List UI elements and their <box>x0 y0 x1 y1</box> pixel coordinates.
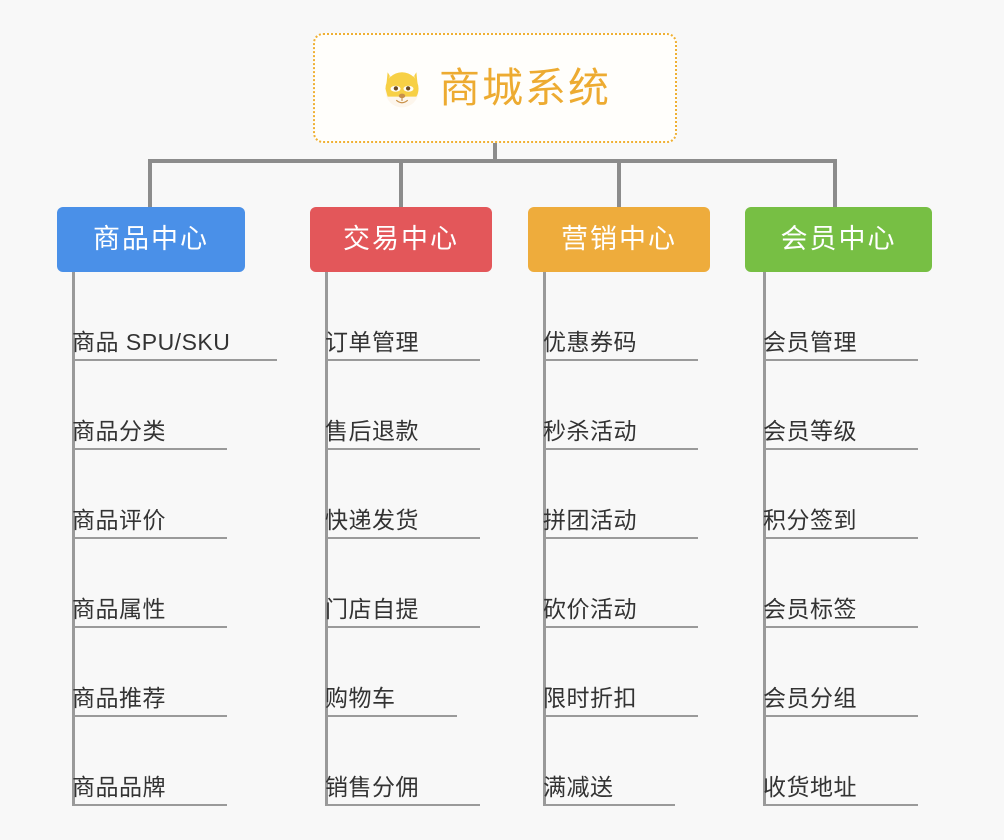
leaf-label: 订单管理 <box>325 328 419 355</box>
category-label: 交易中心 <box>343 224 459 254</box>
category-label: 营销中心 <box>561 224 677 254</box>
leaf-label: 会员管理 <box>763 328 857 355</box>
dog-face-icon <box>379 65 425 111</box>
leaf-item[interactable]: 会员标签 <box>763 539 918 628</box>
leaf-label: 商品品牌 <box>72 773 166 800</box>
leaf-item[interactable]: 积分签到 <box>763 450 918 539</box>
leaf-item[interactable]: 会员等级 <box>763 361 918 450</box>
leaf-item[interactable]: 收货地址 <box>763 717 918 806</box>
leaf-label: 商品评价 <box>72 506 166 533</box>
leaf-label: 商品推荐 <box>72 684 166 711</box>
leaf-item[interactable]: 门店自提 <box>325 539 480 628</box>
leaf-label: 商品属性 <box>72 595 166 622</box>
leaf-label: 满减送 <box>543 773 614 800</box>
leaf-item[interactable]: 商品品牌 <box>72 717 227 806</box>
leaf-label: 商品 SPU/SKU <box>72 328 231 355</box>
leaf-item[interactable]: 砍价活动 <box>543 539 698 628</box>
leaf-label: 限时折扣 <box>543 684 637 711</box>
branch-spine <box>325 272 328 806</box>
leaf-label: 商品分类 <box>72 417 166 444</box>
leaf-item[interactable]: 拼团活动 <box>543 450 698 539</box>
leaf-item[interactable]: 秒杀活动 <box>543 361 698 450</box>
leaf-label: 拼团活动 <box>543 506 637 533</box>
leaf-label: 售后退款 <box>325 417 419 444</box>
leaf-label: 购物车 <box>325 684 396 711</box>
leaf-item[interactable]: 商品评价 <box>72 450 227 539</box>
connector-bus <box>148 159 837 163</box>
branch-spine <box>543 272 546 806</box>
leaf-item[interactable]: 会员管理 <box>763 272 918 361</box>
leaf-label: 会员标签 <box>763 595 857 622</box>
leaf-item[interactable]: 商品 SPU/SKU <box>72 272 277 361</box>
leaf-label: 门店自提 <box>325 595 419 622</box>
leaf-label: 会员等级 <box>763 417 857 444</box>
leaf-item[interactable]: 购物车 <box>325 628 457 717</box>
branch-spine <box>763 272 766 806</box>
leaf-item[interactable]: 商品分类 <box>72 361 227 450</box>
category-label: 商品中心 <box>93 224 209 254</box>
leaf-label: 会员分组 <box>763 684 857 711</box>
connector-drop-col-4 <box>833 159 837 207</box>
leaf-label: 秒杀活动 <box>543 417 637 444</box>
category-label: 会员中心 <box>780 224 897 254</box>
leaf-item[interactable]: 会员分组 <box>763 628 918 717</box>
connector-drop-col-2 <box>399 159 403 207</box>
leaf-item[interactable]: 快递发货 <box>325 450 480 539</box>
leaf-item[interactable]: 商品推荐 <box>72 628 227 717</box>
leaf-label: 积分签到 <box>763 506 857 533</box>
connector-drop-col-1 <box>148 159 152 207</box>
root-node-shop-system[interactable]: 商城系统 <box>313 33 677 143</box>
leaf-item[interactable]: 优惠券码 <box>543 272 698 361</box>
branch-spine <box>72 272 75 806</box>
leaf-label: 砍价活动 <box>543 595 637 622</box>
category-box-marketing-center[interactable]: 营销中心 <box>528 207 710 272</box>
leaf-label: 销售分佣 <box>325 773 419 800</box>
category-box-product-center[interactable]: 商品中心 <box>57 207 245 272</box>
leaf-item[interactable]: 限时折扣 <box>543 628 698 717</box>
leaf-item[interactable]: 销售分佣 <box>325 717 480 806</box>
connector-drop-col-3 <box>617 159 621 207</box>
leaf-label: 快递发货 <box>325 506 419 533</box>
leaf-label: 收货地址 <box>763 773 857 800</box>
category-box-trade-center[interactable]: 交易中心 <box>310 207 492 272</box>
leaf-item[interactable]: 商品属性 <box>72 539 227 628</box>
leaf-label: 优惠券码 <box>543 328 637 355</box>
leaf-item[interactable]: 售后退款 <box>325 361 480 450</box>
root-title: 商城系统 <box>439 64 611 111</box>
leaf-item[interactable]: 订单管理 <box>325 272 480 361</box>
connector-root-stem <box>493 143 497 163</box>
leaf-item[interactable]: 满减送 <box>543 717 675 806</box>
category-box-member-center[interactable]: 会员中心 <box>745 207 932 272</box>
